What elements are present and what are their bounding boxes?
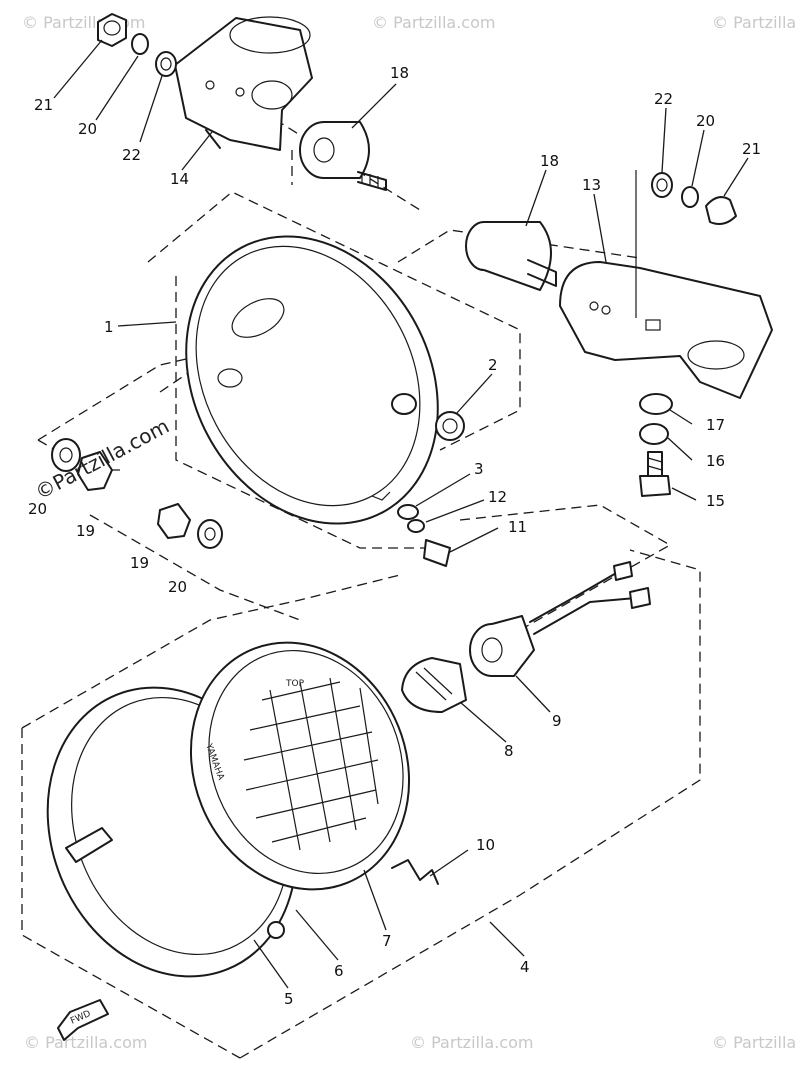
callout: 1 [104,318,114,336]
bulb [401,657,467,713]
left-bracket [174,16,313,151]
left-mount-rubber [299,121,387,191]
forward-direction-arrow: FWD [57,999,109,1041]
callout: 11 [508,518,527,536]
callout: 19 [76,522,95,540]
callout: 15 [706,492,725,510]
callout: 8 [504,742,514,760]
callout: 22 [654,90,673,108]
left-lower-hardware [51,438,223,549]
right-top-hardware [651,172,737,225]
watermark: © Partzilla.com [410,1033,533,1052]
leader-lines [53,39,749,989]
callout: 22 [122,146,141,164]
callout: 2 [488,356,498,374]
callout: 20 [28,500,47,518]
watermark: © Partzilla.com [372,13,495,32]
callout: 19 [130,554,149,572]
callout: 21 [742,140,761,158]
callout: 16 [706,452,725,470]
callout: 12 [488,488,507,506]
callout: 20 [696,112,715,130]
lens-top-marking: TOP [285,679,305,689]
callout: 20 [168,578,187,596]
callout: 21 [34,96,53,114]
callout: 3 [474,460,484,478]
right-bracket [559,170,773,399]
callout-labels: 21 20 22 14 18 22 20 21 18 13 1 2 17 16 … [28,64,761,1008]
spacer [435,411,465,441]
screw-set [397,504,451,567]
watermark: © Partzilla.com [712,13,796,32]
callout: 5 [284,990,294,1008]
callout: 18 [540,152,559,170]
callout: 4 [520,958,530,976]
socket [469,561,651,677]
lens-unit: TOP YAMAHA [189,641,411,891]
callout: 17 [706,416,725,434]
callout: 20 [78,120,97,138]
callout: 7 [382,932,392,950]
left-top-hardware [97,13,177,77]
callout: 18 [390,64,409,82]
callout: 6 [334,962,344,980]
spring-clip [391,859,439,885]
right-lower-hardware [639,393,673,497]
callout: 13 [582,176,601,194]
callout: 10 [476,836,495,854]
right-mount-rubber [465,221,557,291]
watermark-layer: © Partzilla.com © Partzilla.com © Partzi… [22,13,796,1052]
headlight-case [185,235,439,525]
callout: 14 [170,170,189,188]
callout: 9 [552,712,562,730]
watermark: © Partzilla.com [712,1033,796,1052]
watermark: © Partzilla.com [24,1033,147,1052]
